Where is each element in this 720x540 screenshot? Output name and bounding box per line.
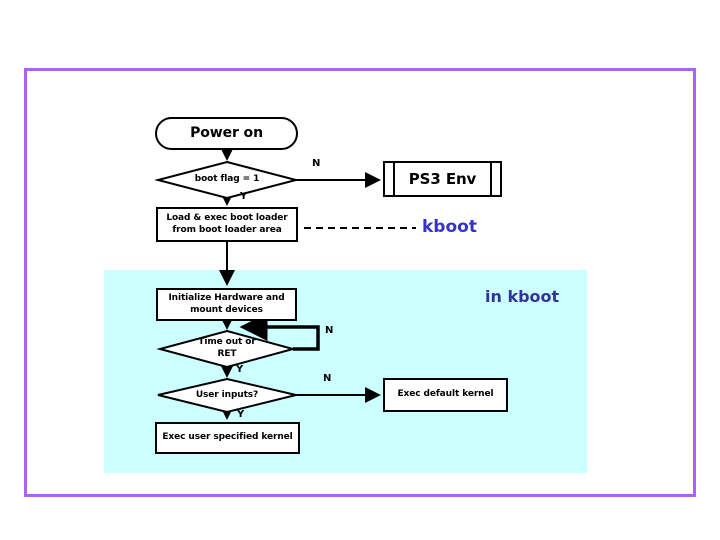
ps3-env-label: PS3 Env (408, 169, 477, 188)
power-on-node: Power on (155, 117, 298, 150)
edge-label-timeout-y: Y (236, 364, 244, 375)
timeout-decision-line1: Time out or (198, 337, 256, 348)
init-hardware-node: Initialize Hardware and mount devices (156, 288, 297, 321)
exec-default-kernel-node: Exec default kernel (383, 378, 508, 412)
predefined-process-right-bar (490, 162, 492, 196)
user-inputs-decision-label: User inputs? (195, 389, 259, 400)
load-boot-loader-line2: from boot loader area (172, 224, 282, 235)
load-boot-loader-node: Load & exec boot loader from boot loader… (156, 207, 298, 242)
slide-border-frame (24, 68, 696, 497)
edge-label-userinputs-n: N (323, 373, 332, 384)
kboot-callout-label: kboot (422, 217, 477, 237)
in-kboot-region-label: in kboot (485, 287, 560, 306)
edge-label-timeout-n: N (325, 325, 334, 336)
edge-label-bootflag-y: Y (240, 191, 248, 202)
ps3-env-node: PS3 Env (383, 161, 502, 197)
boot-flag-decision-label: boot flag = 1 (194, 174, 260, 185)
init-hardware-line1: Initialize Hardware and (168, 293, 285, 304)
predefined-process-left-bar (393, 162, 395, 196)
timeout-decision-label: Time out or RET (177, 336, 277, 362)
init-hardware-line2: mount devices (190, 304, 263, 315)
edge-label-userinputs-y: Y (237, 409, 245, 420)
exec-user-kernel-node: Exec user specified kernel (155, 422, 300, 454)
load-boot-loader-line1: Load & exec boot loader (166, 213, 288, 224)
timeout-decision-line2: RET (217, 349, 237, 359)
edge-label-bootflag-n: N (312, 158, 321, 169)
